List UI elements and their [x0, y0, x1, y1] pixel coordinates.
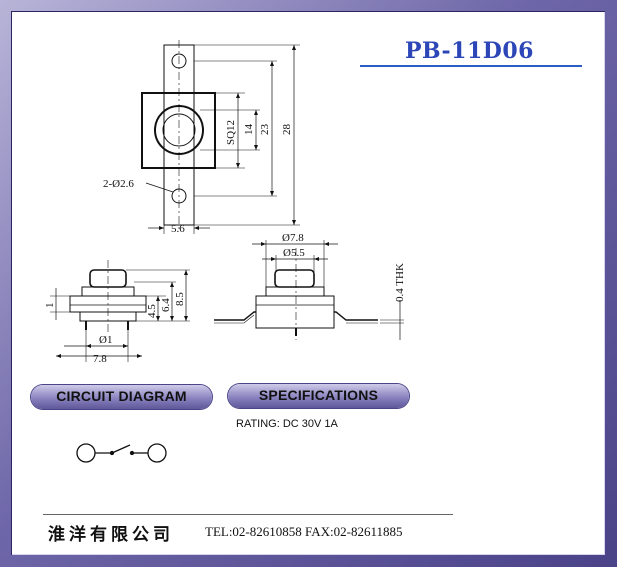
- side-view: [50, 260, 190, 362]
- dim-28: 28: [281, 124, 293, 136]
- footer-divider: [43, 514, 453, 515]
- part-number-title: PB-11D06: [405, 38, 534, 64]
- rating-text: RATING: DC 30V 1A: [236, 418, 338, 430]
- company-name: 淮洋有限公司: [48, 525, 174, 545]
- thk-label: 0.4 THK: [394, 263, 406, 302]
- dim-6-4: 6.4: [160, 298, 172, 312]
- side-view-2: [214, 240, 404, 340]
- dim-4-5: 4.5: [146, 304, 158, 318]
- dim-8-5: 8.5: [174, 292, 186, 306]
- dim-7-8: 7.8: [93, 353, 107, 365]
- width-label: 5.6: [171, 223, 185, 235]
- hole-label: 2-Ø2.6: [103, 178, 134, 190]
- top-view: [141, 40, 300, 234]
- dim-23: 23: [259, 124, 271, 136]
- button-inner-circle: [162, 113, 196, 147]
- circuit-diagram-label: CIRCUIT DIAGRAM: [56, 388, 187, 404]
- button-outer-circle: [154, 105, 204, 155]
- specifications-heading: SPECIFICATIONS: [228, 384, 409, 408]
- dim-d55: Ø5.5: [283, 247, 305, 259]
- circuit-symbol: [76, 443, 167, 463]
- dim-d78: Ø7.8: [282, 232, 304, 244]
- sq-label: SQ12: [225, 120, 237, 145]
- dim-pin: Ø1: [99, 334, 112, 346]
- sheet: [11, 11, 605, 555]
- switch-body-square: [141, 92, 216, 169]
- circuit-diagram-heading: CIRCUIT DIAGRAM: [31, 385, 212, 409]
- dim-14: 14: [243, 124, 255, 136]
- contact-info: TEL:02-82610858 FAX:02-82611885: [205, 524, 403, 539]
- dim-1: 1: [44, 303, 56, 309]
- title-underline: [360, 65, 582, 67]
- specifications-label: SPECIFICATIONS: [258, 387, 379, 403]
